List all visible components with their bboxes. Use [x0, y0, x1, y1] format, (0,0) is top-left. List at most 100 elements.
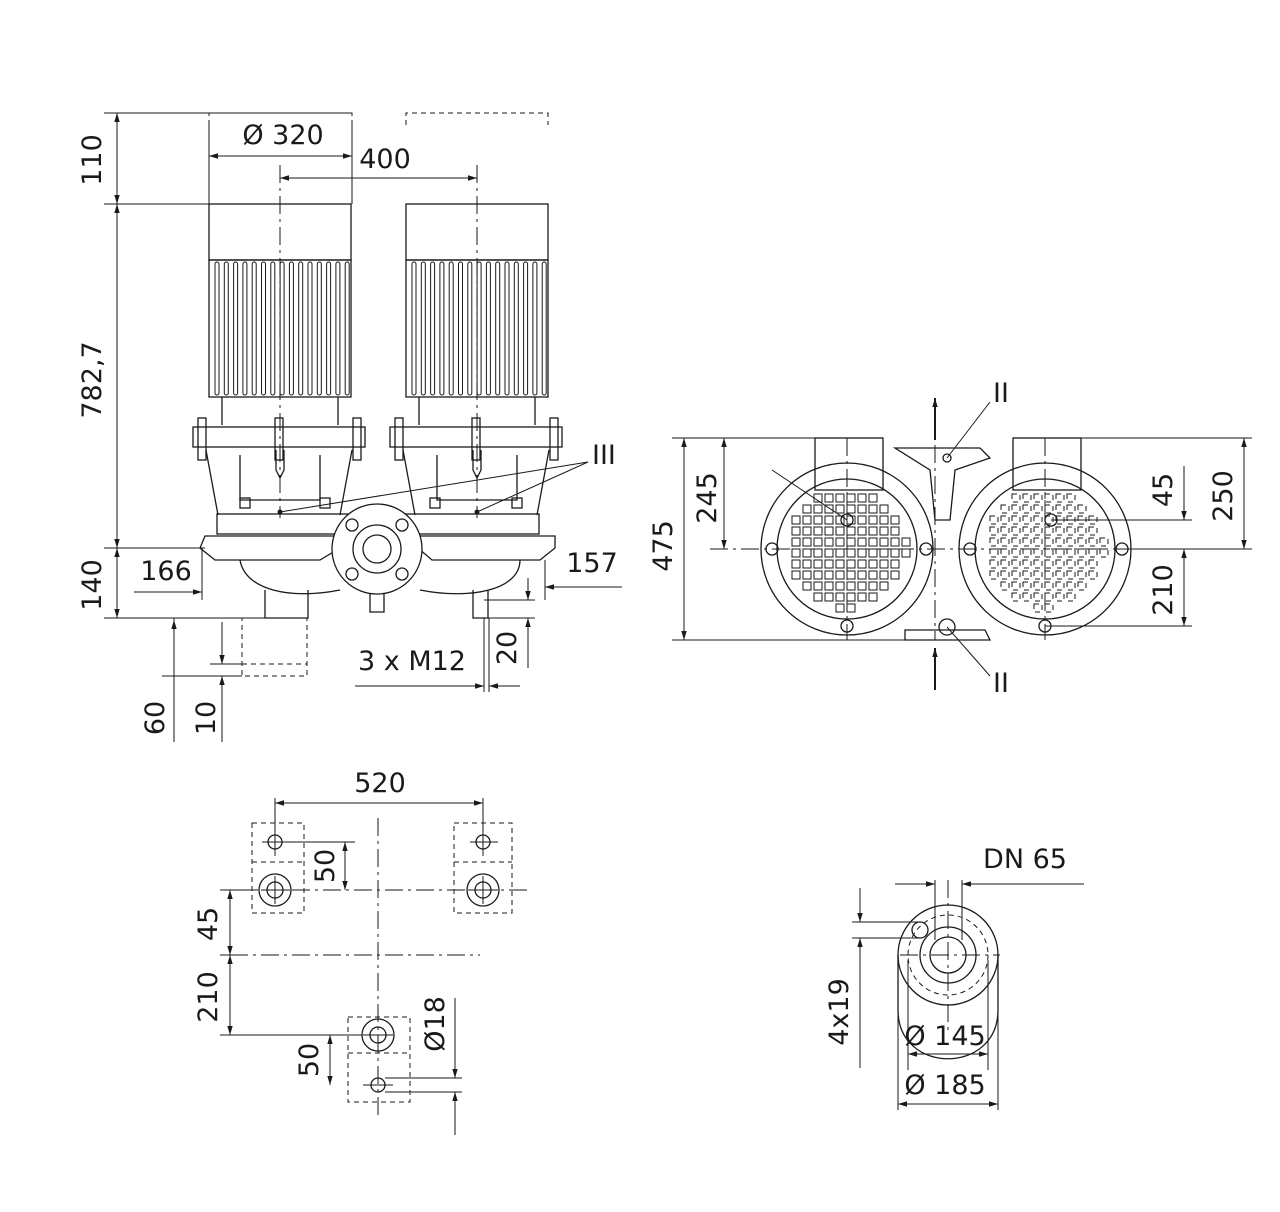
grille-cell: [802, 504, 812, 514]
grille-cell: [868, 559, 878, 569]
grille-cell: [1022, 592, 1032, 602]
grille-cell: [835, 592, 845, 602]
grille-cell: [1055, 493, 1065, 503]
cooling-fin: [307, 261, 313, 396]
grille-cell: [1044, 537, 1054, 547]
grille-cell: [857, 559, 867, 569]
grille-cell: [1044, 592, 1054, 602]
grille-cell: [1000, 581, 1010, 591]
grille-cell: [1011, 504, 1021, 514]
grille-cell: [1033, 504, 1043, 514]
grille-cell: [901, 537, 911, 547]
cooling-fin: [242, 261, 248, 396]
grille-cell: [1022, 559, 1032, 569]
dim-45-footprint: 45: [193, 907, 224, 941]
grille-cell: [1044, 570, 1054, 580]
grille-cell: [1066, 581, 1076, 591]
grille-cell: [824, 570, 834, 580]
grille-cell: [813, 504, 823, 514]
grille-cell: [824, 526, 834, 536]
grille-cell: [813, 526, 823, 536]
dim-3xm12: 3 x M12: [358, 646, 466, 677]
grille-cell: [802, 537, 812, 547]
grille-cell: [1033, 493, 1043, 503]
grille-cell: [824, 504, 834, 514]
grille-cell: [989, 515, 999, 525]
grille-cell: [879, 570, 889, 580]
grille-cell: [813, 537, 823, 547]
grille-cell: [802, 559, 812, 569]
grille-cell: [1066, 548, 1076, 558]
detail-ii-bottom-label: II: [993, 668, 1009, 699]
grille-cell: [835, 493, 845, 503]
grille-cell: [846, 603, 856, 613]
grille-cell: [846, 559, 856, 569]
grille-cell: [1022, 526, 1032, 536]
grille-cell: [857, 515, 867, 525]
grille-cell: [890, 570, 900, 580]
grille-cell: [1077, 548, 1087, 558]
grille-cell: [802, 570, 812, 580]
grille-cell: [857, 526, 867, 536]
dim-diameter-145: Ø 145: [904, 1021, 985, 1052]
grille-cell: [1044, 603, 1054, 613]
cooling-fin: [335, 261, 341, 396]
grille-cell: [824, 581, 834, 591]
grille-cell: [824, 559, 834, 569]
grille-cell: [1055, 548, 1065, 558]
grille-cell: [890, 548, 900, 558]
grille-cell: [846, 515, 856, 525]
grille-cell: [890, 515, 900, 525]
grille-cell: [1000, 559, 1010, 569]
grille-cell: [868, 504, 878, 514]
grille-cell: [1011, 548, 1021, 558]
grille-cell: [1088, 559, 1098, 569]
cooling-fin: [420, 261, 426, 396]
grille-cell: [802, 548, 812, 558]
cooling-fin: [504, 261, 510, 396]
grille-cell: [1055, 581, 1065, 591]
grille-cell: [1066, 537, 1076, 547]
grille-cell: [1022, 493, 1032, 503]
dim-10: 10: [191, 701, 222, 735]
grille-cell: [813, 592, 823, 602]
grille-cell: [791, 548, 801, 558]
grille-cell: [802, 515, 812, 525]
cooling-fin: [430, 261, 436, 396]
grille-cell: [1011, 581, 1021, 591]
grille-cell: [835, 526, 845, 536]
grille-cell: [835, 548, 845, 558]
grille-cell: [1055, 526, 1065, 536]
grille-cell: [989, 537, 999, 547]
grille-cell: [1033, 537, 1043, 547]
grille-cell: [879, 548, 889, 558]
grille-cell: [846, 504, 856, 514]
footprint-view: 520 50 45 210 50 Ø18: [193, 768, 530, 1135]
dim-782-7: 782,7: [77, 341, 108, 418]
grille-cell: [1099, 537, 1109, 547]
grille-cell: [1033, 526, 1043, 536]
dim-110: 110: [77, 134, 108, 186]
grille-cell: [1066, 526, 1076, 536]
grille-cell: [1022, 581, 1032, 591]
grille-cell: [1033, 515, 1043, 525]
grille-cell: [1077, 581, 1087, 591]
cooling-fin: [476, 261, 482, 396]
grille-cell: [857, 537, 867, 547]
grille-cell: [879, 581, 889, 591]
grille-cell: [813, 570, 823, 580]
grille-cell: [835, 515, 845, 525]
grille-cell: [1077, 537, 1087, 547]
grille-cell: [813, 515, 823, 525]
grille-cell: [868, 581, 878, 591]
grille-cell: [1077, 559, 1087, 569]
grille-cell: [857, 592, 867, 602]
grille-cell: [868, 548, 878, 558]
right-motor: [389, 203, 563, 516]
dim-60: 60: [140, 701, 171, 735]
grille-cell: [1022, 504, 1032, 514]
grille-cell: [1000, 515, 1010, 525]
cooling-fin: [541, 261, 547, 396]
